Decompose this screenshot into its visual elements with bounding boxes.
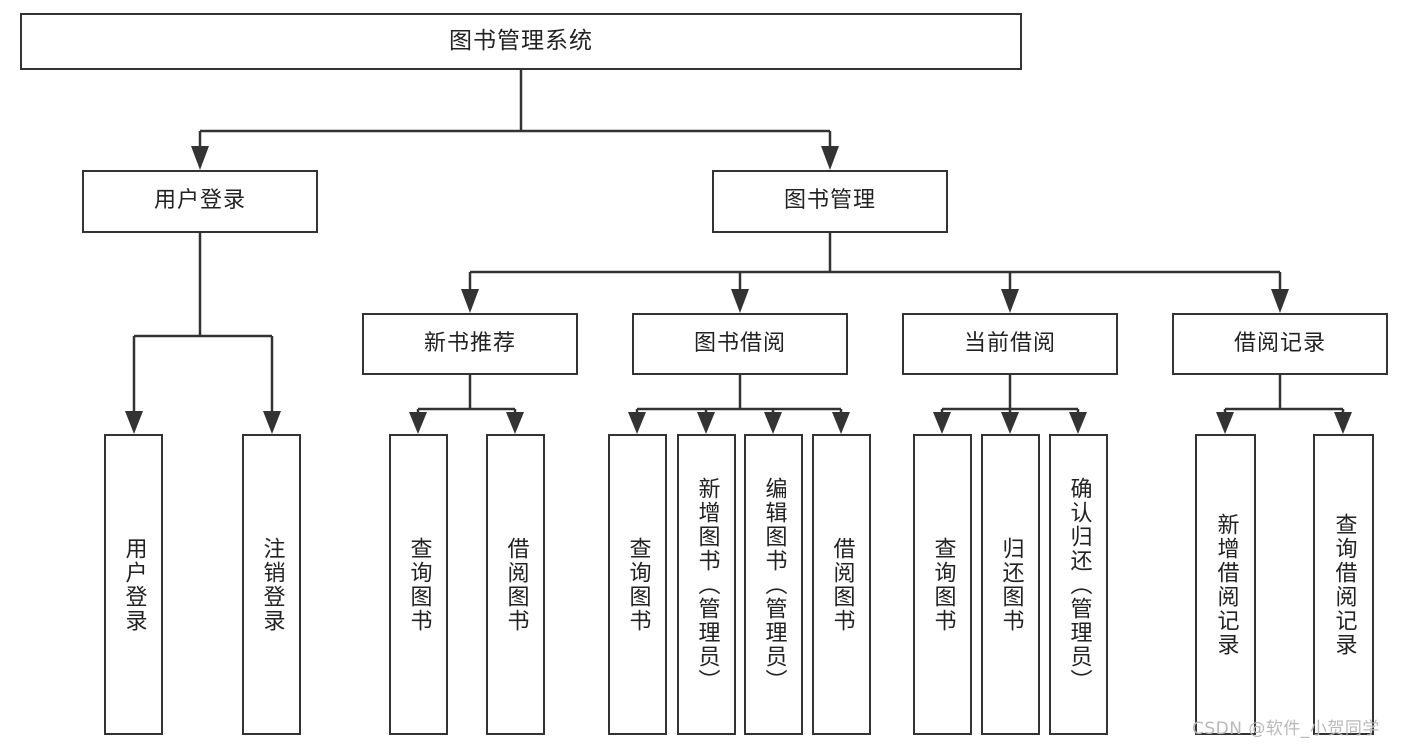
- node-current-borrow-label: 当前借阅: [963, 330, 1056, 356]
- node-new-book-recommend-label: 新书推荐: [423, 330, 516, 356]
- node-borrow-record-label: 借阅记录: [1233, 330, 1326, 356]
- node-book-manage[interactable]: 图书管理: [712, 170, 948, 233]
- node-book-manage-label: 图书管理: [783, 188, 876, 214]
- node-user-login[interactable]: 用户登录: [82, 170, 318, 233]
- leaf-logout-login[interactable]: 注销登录: [242, 434, 301, 735]
- leaf-return-book[interactable]: 归还图书: [981, 434, 1040, 735]
- leaf-query-book-2[interactable]: 查询图书: [608, 434, 667, 735]
- node-root-label: 图书管理系统: [449, 27, 593, 54]
- leaf-borrow-book-2[interactable]: 借阅图书: [812, 434, 871, 735]
- leaf-query-book-3[interactable]: 查询图书: [913, 434, 972, 735]
- node-current-borrow[interactable]: 当前借阅: [902, 313, 1118, 375]
- leaf-add-record-label: 新增借阅记录: [1213, 512, 1239, 657]
- leaf-confirm-return-label: 确认归还（管理员）: [1066, 476, 1092, 693]
- leaf-user-login[interactable]: 用户登录: [104, 434, 163, 735]
- leaf-query-book-3-label: 查询图书: [930, 536, 956, 633]
- leaf-add-record[interactable]: 新增借阅记录: [1195, 434, 1256, 735]
- leaf-borrow-book-1[interactable]: 借阅图书: [486, 434, 545, 735]
- leaf-add-book-label: 新增图书（管理员）: [694, 476, 720, 693]
- watermark-text: CSDN @软件_小贺同学: [1192, 719, 1380, 739]
- leaf-query-record[interactable]: 查询借阅记录: [1313, 434, 1374, 735]
- node-book-borrow-label: 图书借阅: [693, 330, 786, 356]
- leaf-query-book-1[interactable]: 查询图书: [389, 434, 448, 735]
- leaf-add-book[interactable]: 新增图书（管理员）: [677, 434, 736, 735]
- leaf-query-record-label: 查询借阅记录: [1331, 512, 1357, 657]
- leaf-query-book-2-label: 查询图书: [625, 536, 651, 633]
- leaf-borrow-book-2-label: 借阅图书: [829, 536, 855, 633]
- leaf-confirm-return[interactable]: 确认归还（管理员）: [1049, 434, 1108, 735]
- leaf-user-login-label: 用户登录: [121, 536, 147, 633]
- node-user-login-label: 用户登录: [153, 188, 246, 214]
- leaf-logout-login-label: 注销登录: [259, 536, 285, 633]
- node-book-borrow[interactable]: 图书借阅: [632, 313, 848, 375]
- leaf-query-book-1-label: 查询图书: [406, 536, 432, 633]
- leaf-borrow-book-1-label: 借阅图书: [503, 536, 529, 633]
- node-new-book-recommend[interactable]: 新书推荐: [362, 313, 578, 375]
- node-root[interactable]: 图书管理系统: [20, 13, 1022, 70]
- leaf-edit-book-label: 编辑图书（管理员）: [761, 476, 787, 693]
- leaf-edit-book[interactable]: 编辑图书（管理员）: [744, 434, 803, 735]
- leaf-return-book-label: 归还图书: [998, 536, 1024, 633]
- node-borrow-record[interactable]: 借阅记录: [1172, 313, 1388, 375]
